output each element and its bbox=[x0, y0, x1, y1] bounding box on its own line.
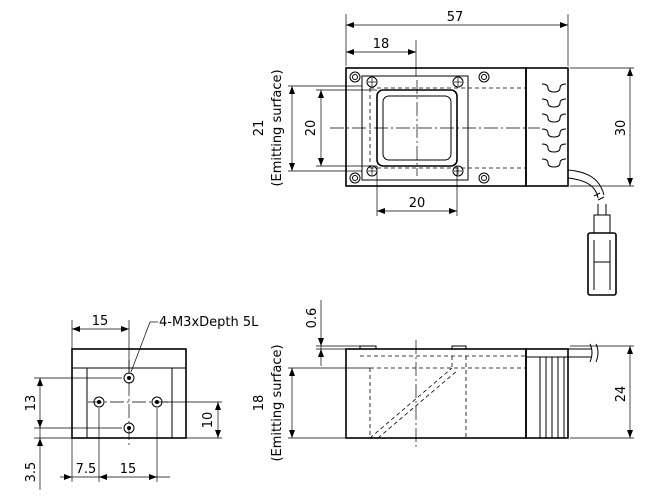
dim-13: 13 bbox=[24, 395, 39, 412]
mounting-hole-icon bbox=[349, 172, 361, 184]
end-view: 15 4-M3xDepth 5L 13 10 3.5 7.5 15 bbox=[24, 314, 259, 490]
top-bump bbox=[359, 345, 377, 349]
dim-emitting-width: 21 bbox=[252, 120, 267, 137]
cable-break-mark bbox=[593, 192, 605, 201]
screw-icon bbox=[366, 76, 378, 88]
heatsink-fins bbox=[541, 83, 567, 168]
connector-body bbox=[587, 232, 617, 296]
dim-body-height: 30 bbox=[614, 120, 629, 137]
dim-window-height: 20 bbox=[304, 120, 319, 137]
hole-leader bbox=[130, 321, 151, 373]
side-cable-break bbox=[589, 343, 599, 363]
cable-upper bbox=[567, 169, 605, 196]
cable-lower bbox=[567, 177, 599, 199]
top-heatsink bbox=[525, 67, 569, 187]
screw-icon bbox=[452, 76, 464, 88]
connector-boot bbox=[593, 214, 611, 234]
dim-bottom-15: 15 bbox=[120, 462, 137, 477]
side-body-outline bbox=[345, 348, 527, 439]
emitting-surface-label-top: (Emitting surface) bbox=[270, 69, 285, 186]
screw-icon bbox=[452, 165, 464, 177]
mounting-hole-icon bbox=[349, 71, 361, 83]
top-bump bbox=[451, 345, 467, 349]
mounting-hole-icon bbox=[478, 172, 490, 184]
dim-emitting-height: 18 bbox=[252, 395, 267, 412]
dim-height: 24 bbox=[614, 386, 629, 403]
emitting-surface-label-side: (Emitting surface) bbox=[270, 344, 285, 461]
dim-overall-length: 57 bbox=[447, 10, 464, 25]
top-view: 57 18 21 (Emitting surface) 20 30 bbox=[252, 10, 634, 296]
dim-3-5: 3.5 bbox=[24, 462, 39, 483]
side-heatsink bbox=[525, 348, 569, 439]
dim-top-15: 15 bbox=[92, 314, 109, 329]
dim-0-6: 0.6 bbox=[305, 308, 320, 329]
hole-note: 4-M3xDepth 5L bbox=[159, 315, 259, 330]
dim-10: 10 bbox=[201, 412, 216, 429]
dim-7-5: 7.5 bbox=[76, 462, 97, 477]
side-view: 0.6 18 (Emitting surface) 24 bbox=[252, 300, 634, 462]
mounting-hole-icon bbox=[478, 71, 490, 83]
dim-window-offset: 18 bbox=[373, 37, 390, 52]
screw-icon bbox=[366, 165, 378, 177]
dim-window-width: 20 bbox=[409, 196, 426, 211]
internal-hidden bbox=[369, 367, 527, 439]
